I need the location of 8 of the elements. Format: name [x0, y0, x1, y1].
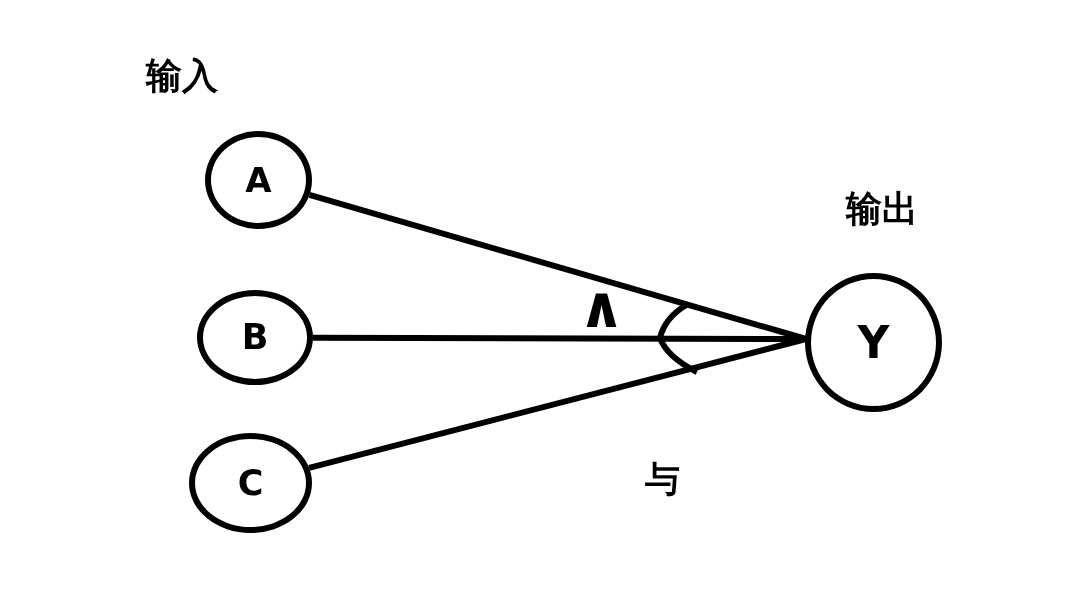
section-label: 输入 — [146, 58, 218, 94]
circle-node: B — [197, 290, 313, 385]
circle-node: C — [189, 433, 312, 533]
operator-label: 与 — [645, 462, 680, 497]
section-label: 输出 — [846, 191, 918, 227]
circle-node: Y — [805, 273, 942, 412]
and-symbol: ∧ — [578, 278, 626, 336]
circle-node: A — [205, 131, 312, 229]
